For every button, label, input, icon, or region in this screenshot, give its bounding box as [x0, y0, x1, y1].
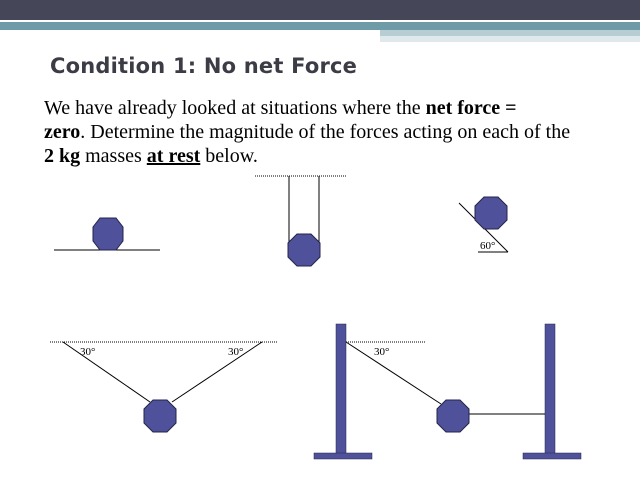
rope-left	[62, 341, 151, 403]
mass-emphasis: 2 kg	[44, 145, 81, 167]
mass-block	[143, 399, 177, 433]
body-text-part: We have already looked at situations whe…	[44, 97, 426, 119]
post-right-base	[522, 452, 582, 460]
header-accent-stripe	[380, 30, 640, 36]
slide-title: Condition 1: No net Force	[50, 54, 358, 78]
post-left	[335, 323, 347, 455]
mass-block	[287, 233, 321, 267]
angle-label: 60°	[480, 240, 495, 252]
diagram-incline: 60°	[458, 196, 509, 253]
header-accent-band	[0, 22, 640, 30]
body-text-part: masses	[80, 145, 147, 167]
mass-block	[92, 217, 124, 251]
net-force-emphasis: net force =	[425, 97, 517, 119]
angle-label-right: 30°	[228, 346, 243, 358]
rope-angled	[345, 341, 442, 405]
rope-right	[171, 341, 263, 403]
angle-label-left: 30°	[80, 346, 95, 358]
zero-emphasis: zero	[44, 121, 81, 143]
body-text-part: below.	[200, 145, 258, 167]
post-left-base	[313, 452, 373, 460]
angle-label: 30°	[374, 346, 389, 358]
header-bar	[0, 0, 640, 20]
mass-block	[436, 399, 470, 433]
diagram-mass-on-surface	[54, 217, 160, 251]
diagram-hanging-mass	[255, 175, 347, 267]
body-text: We have already looked at situations whe…	[44, 96, 604, 168]
post-right	[544, 323, 556, 455]
body-text-part: . Determine the magnitude of the forces …	[80, 121, 571, 143]
diagram-two-ropes: 30° 30°	[50, 341, 278, 433]
at-rest-emphasis: at rest	[146, 145, 201, 167]
header-accent-stripe-light	[380, 36, 640, 42]
diagram-posts: 30°	[313, 323, 582, 460]
mass-block	[474, 196, 508, 230]
